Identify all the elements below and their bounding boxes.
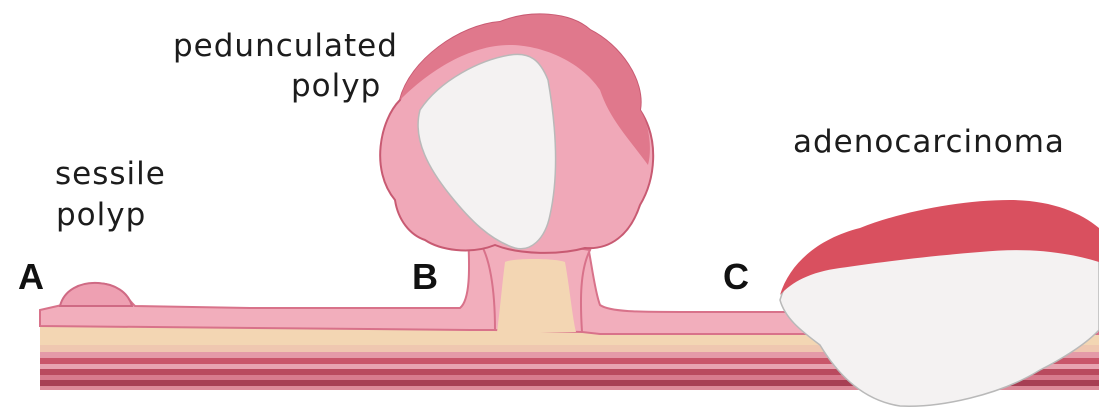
- stage-b-marker: B: [412, 258, 438, 296]
- sessile-polyp-label-line2: polyp: [56, 197, 146, 233]
- stage-c-marker: C: [723, 258, 749, 296]
- adenocarcinoma-label: adenocarcinoma: [793, 124, 1065, 160]
- sessile-polyp-label-line1: sessile: [55, 156, 166, 192]
- pedunculated-polyp-label-line2: polyp: [291, 68, 381, 104]
- sessile-polyp: [60, 283, 132, 306]
- polyp-stalk-core: [497, 259, 576, 332]
- stage-a-marker: A: [18, 258, 44, 296]
- pedunculated-polyp-label-line1: pedunculated: [173, 28, 398, 64]
